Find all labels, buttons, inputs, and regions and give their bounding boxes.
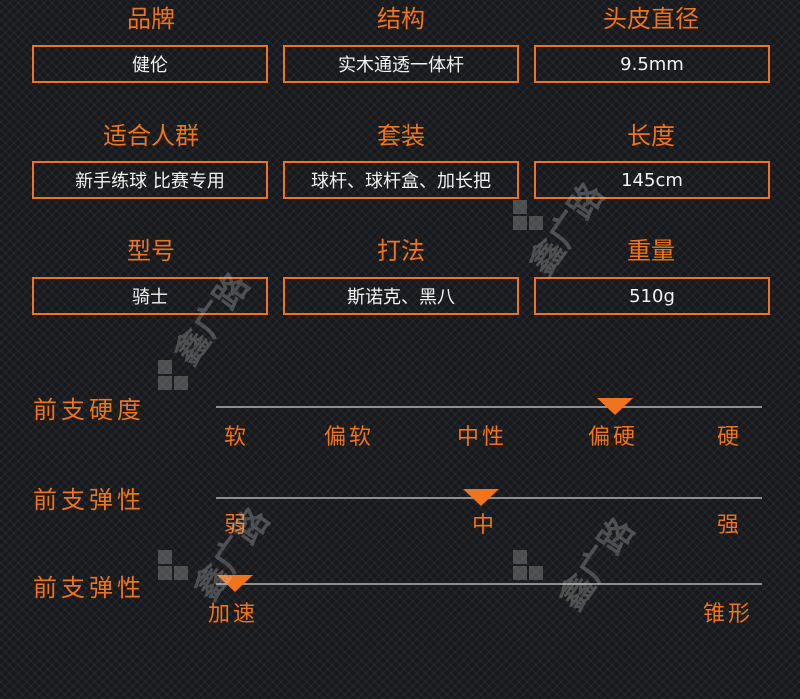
watermark-block [158, 550, 172, 564]
spec-label-play-style: 打法 [377, 237, 425, 265]
watermark-block [529, 216, 543, 230]
scale-line-hardness [216, 406, 762, 408]
watermark-block [174, 566, 188, 580]
spec-value-length: 145cm [534, 161, 770, 199]
watermark-block [158, 376, 172, 390]
spec-label-length: 长度 [627, 122, 675, 150]
watermark-block [174, 376, 188, 390]
tick-neutral: 中性 [457, 425, 508, 450]
tick-slightly-hard: 偏硬 [588, 425, 639, 450]
watermark-block [158, 360, 172, 374]
spec-value-weight: 510g [534, 277, 770, 315]
scale-title-elasticity: 前支弹性 [33, 486, 145, 514]
watermark-logo-4: 鑫广路 [505, 440, 645, 660]
tick-weak: 弱 [224, 513, 250, 538]
spec-label-audience: 适合人群 [103, 122, 199, 150]
spec-value-package: 球杆、球杆盒、加长把 [283, 161, 519, 199]
tick-medium: 中 [472, 513, 498, 538]
tick-slightly-soft: 偏软 [324, 425, 375, 450]
scale-marker-hardness [596, 398, 633, 415]
tick-hard: 硬 [717, 425, 743, 450]
spec-value-structure: 实木通透一体杆 [283, 45, 519, 83]
spec-label-package: 套装 [377, 122, 425, 150]
spec-value-tip-diameter: 9.5mm [534, 45, 770, 83]
scale-line-taper [216, 583, 762, 585]
spec-value-play-style: 斯诺克、黑八 [283, 277, 519, 315]
tick-conical: 锥形 [703, 602, 754, 627]
watermark-block [513, 550, 527, 564]
spec-value-brand: 健伦 [32, 45, 268, 83]
watermark-text-4: 鑫广路 [551, 511, 643, 618]
tick-accelerating: 加速 [208, 602, 259, 627]
spec-value-model: 骑士 [32, 277, 268, 315]
watermark-block [529, 566, 543, 580]
spec-label-tip-diameter: 头皮直径 [603, 5, 699, 33]
watermark-block [158, 566, 172, 580]
spec-label-structure: 结构 [377, 5, 425, 33]
spec-label-model: 型号 [127, 237, 175, 265]
spec-value-audience: 新手练球 比赛专用 [32, 161, 268, 199]
watermark-block [513, 200, 527, 214]
spec-label-brand: 品牌 [127, 5, 175, 33]
watermark-block [513, 566, 527, 580]
scale-title-hardness: 前支硬度 [33, 396, 145, 424]
scale-marker-taper [217, 575, 254, 592]
tick-soft: 软 [224, 425, 250, 450]
tick-strong: 强 [717, 513, 743, 538]
scale-title-taper: 前支弹性 [33, 574, 145, 602]
watermark-block [513, 216, 527, 230]
scale-marker-elasticity [462, 489, 499, 506]
spec-label-weight: 重量 [627, 237, 675, 265]
